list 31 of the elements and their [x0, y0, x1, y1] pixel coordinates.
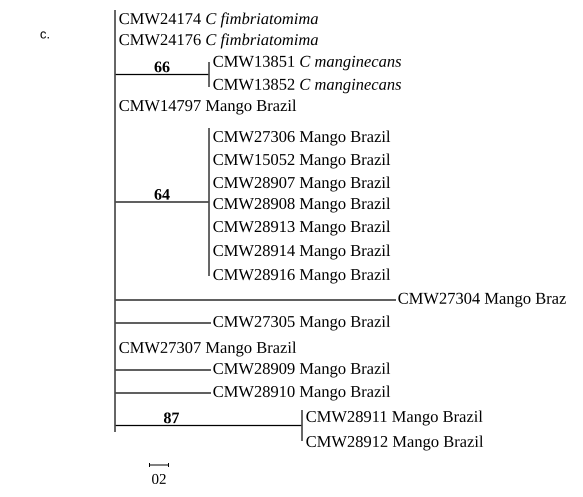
- taxon-label: CMW27305 Mango Brazil: [213, 316, 390, 330]
- taxon-label: CMW28910 Mango Brazil: [213, 385, 390, 400]
- taxon-label: CMW14797 Mango Brazil: [119, 100, 296, 114]
- taxon-label: CMW24176 C fimbriatomima: [119, 33, 318, 49]
- taxon-label: CMW27306 Mango Brazil: [213, 130, 390, 146]
- taxon-label: CMW28912 Mango Brazil: [306, 435, 484, 450]
- taxon-label: CMW27304 Mango Braz: [398, 292, 566, 308]
- branch-line: [116, 322, 211, 324]
- branch-line: [116, 201, 208, 203]
- taxon-label: CMW28914 Mango Brazil: [213, 244, 390, 260]
- branch-line: [116, 392, 211, 394]
- scale-label: 02: [152, 474, 166, 484]
- branch-line: [116, 424, 302, 426]
- bootstrap-value: 87: [164, 412, 180, 424]
- taxon-label: CMW28916 Mango Brazil: [213, 268, 390, 284]
- taxon-label: CMW28911 Mango Brazil: [306, 410, 483, 426]
- bootstrap-value: 64: [154, 189, 170, 200]
- taxon-label: CMW28908 Mango Brazil: [213, 198, 390, 212]
- taxon-label: CMW13851 C manginecans: [213, 56, 402, 70]
- taxon-label: CMW27307 Mango Brazil: [119, 342, 296, 356]
- branch-line: [116, 369, 211, 371]
- taxon-label: CMW13852 C manginecans: [213, 78, 402, 94]
- panel-letter: c.: [40, 31, 49, 39]
- taxon-label: CMW28907 Mango Brazil: [213, 176, 390, 192]
- branch-line: [116, 299, 396, 301]
- taxon-label: CMW24174 C fimbriatomima: [119, 12, 318, 28]
- taxon-label: CMW15052 Mango Brazil: [213, 154, 390, 168]
- taxon-label: CMW28913 Mango Brazil: [213, 220, 390, 236]
- bootstrap-value: 66: [154, 62, 170, 72]
- branch-line: [116, 74, 208, 76]
- taxon-label: CMW28909 Mango Brazil: [213, 362, 390, 378]
